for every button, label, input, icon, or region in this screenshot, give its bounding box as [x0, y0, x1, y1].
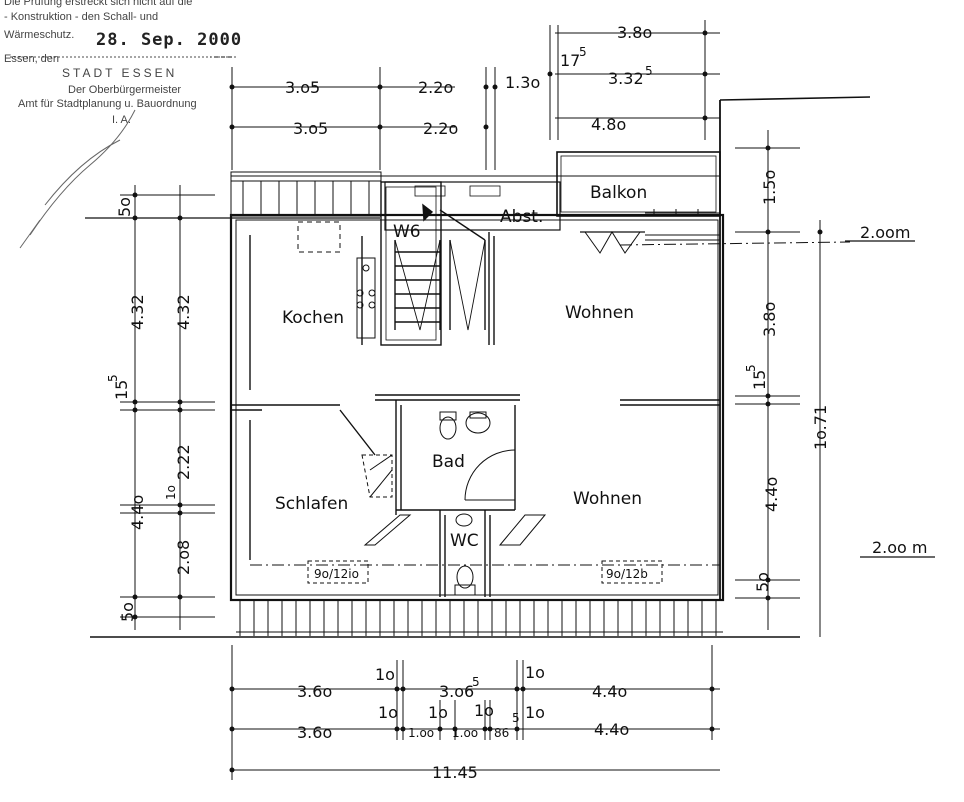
dim-left-432a: 4.32 — [128, 294, 147, 330]
dim-top-175: 17 — [560, 51, 580, 70]
dim-top-480: 4.8o — [591, 115, 626, 134]
dim-bottom-10a: 1o — [375, 665, 395, 684]
dim-top-332: 3.32 — [608, 69, 644, 88]
stamp-line-3: Wärmeschutz. — [4, 29, 75, 41]
stamp-date: 28. Sep. 2000 — [96, 30, 243, 50]
stamp-line-2: - Konstruktion - den Schall- und — [4, 11, 159, 23]
level-label-upper: 2.oom — [860, 223, 910, 242]
dim-right-155-sup: 5 — [744, 364, 758, 372]
balcony — [556, 151, 721, 254]
dim-left-10: 1o — [164, 485, 178, 500]
roof-eaves-top — [230, 171, 720, 217]
room-label-w6: W6 — [393, 222, 421, 242]
dim-top-380: 3.8o — [617, 23, 652, 42]
doors — [361, 449, 547, 546]
dim-top-305a: 3.o5 — [285, 78, 320, 97]
level-label-lower: 2.oo m — [872, 538, 928, 557]
dim-right-155: 15 — [750, 370, 769, 390]
signature — [19, 109, 136, 249]
stamp-city: STADT ESSEN — [62, 66, 178, 80]
dim-bottom-10f: 1o — [525, 703, 545, 722]
sanitary-fixtures — [356, 257, 491, 596]
dim-right-50: 5o — [753, 572, 772, 592]
dim-bottom-306-sup: 5 — [472, 675, 480, 689]
dimension-dots — [132, 30, 823, 773]
dim-left-208: 2.o8 — [174, 540, 193, 575]
dim-left-222: 2.22 — [174, 444, 193, 480]
dim-top-175-sup: 5 — [579, 45, 587, 59]
dim-bottom-360b: 3.6o — [297, 723, 332, 742]
dim-right-380: 3.8o — [760, 302, 779, 337]
approval-stamp: Die Prüfung erstreckt sich nicht auf die… — [0, 0, 243, 140]
dim-left-155-sup: 5 — [106, 374, 120, 382]
dim-top-305b: 3.o5 — [293, 119, 328, 138]
room-label-kochen: Kochen — [282, 308, 344, 328]
dim-left-432b: 4.32 — [174, 294, 193, 330]
dim-left-440: 4.4o — [128, 495, 147, 530]
interior-walls — [231, 232, 720, 597]
room-label-wohnen-bottom: Wohnen — [573, 489, 642, 509]
dim-left-155: 15 — [112, 380, 131, 400]
dim-bottom-100a: 1.oo — [408, 726, 434, 740]
stamp-line-4: Essen, den — [4, 53, 60, 65]
stairwell — [380, 181, 561, 346]
dim-bottom-440a: 4.4o — [592, 682, 627, 701]
dim-bottom-86: 86 — [494, 726, 509, 740]
stamp-line-1: Die Prüfung erstreckt sich nicht auf die — [4, 0, 193, 8]
dim-bottom-360a: 3.6o — [297, 682, 332, 701]
room-label-bad: Bad — [432, 452, 465, 472]
dim-bottom-10e: 1o — [474, 701, 494, 720]
window-label-left: 9o/12io — [314, 567, 359, 581]
stamp-line-6: Amt für Stadtplanung u. Bauordnung — [18, 98, 197, 110]
dim-bottom-100b: 1.oo — [452, 726, 478, 740]
room-label-balkon: Balkon — [590, 183, 647, 203]
dim-top-220a: 2.2o — [418, 78, 453, 97]
dim-bottom-1145: 11.45 — [432, 763, 478, 782]
dim-bottom-10c: 1o — [378, 703, 398, 722]
dim-right-150: 1.5o — [760, 170, 779, 205]
room-label-schlafen: Schlafen — [275, 494, 348, 514]
dim-bottom-440b: 4.4o — [594, 720, 629, 739]
dim-bottom-306: 3.o6 — [439, 682, 474, 701]
window-label-right: 9o/12b — [606, 567, 648, 581]
room-label-abst: Abst. — [500, 207, 543, 227]
dim-top-220b: 2.2o — [423, 119, 458, 138]
room-label-wc: WC — [450, 531, 479, 551]
dashed-elements — [250, 221, 851, 584]
dim-right-1071: 1o.71 — [811, 405, 830, 450]
stamp-line-5: Der Oberbürgermeister — [68, 84, 182, 96]
stamp-line-7: I. A. — [112, 114, 131, 126]
dim-bottom-10b: 1o — [525, 663, 545, 682]
dim-right-440: 4.4o — [762, 477, 781, 512]
dim-top-130: 1.3o — [505, 73, 540, 92]
dim-bottom-86-sup: 5 — [512, 711, 520, 725]
dim-left-50a: 5o — [115, 197, 134, 217]
dim-top-332-sup: 5 — [645, 64, 653, 78]
room-label-wohnen-top: Wohnen — [565, 303, 634, 323]
roof-eaves-bottom — [231, 599, 723, 636]
dim-left-50b: 5o — [118, 602, 137, 622]
dim-bottom-10d: 1o — [428, 703, 448, 722]
